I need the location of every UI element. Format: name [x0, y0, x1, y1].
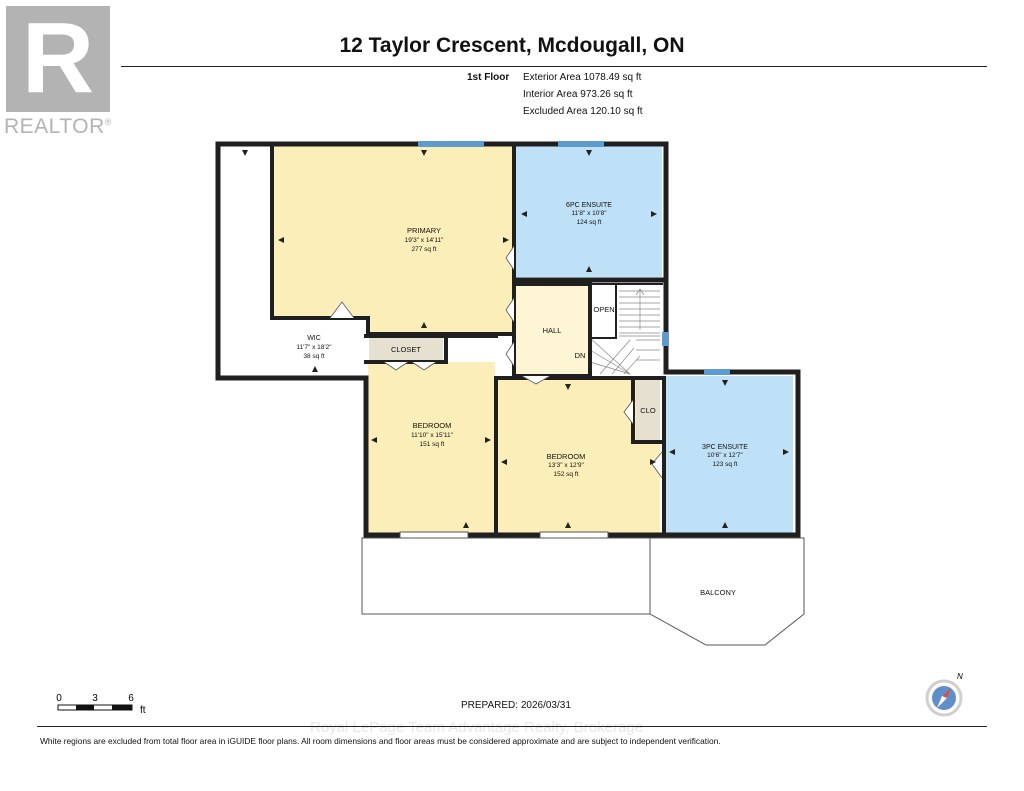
primary-area: 277 sq ft	[412, 246, 437, 253]
logo-text: REALTOR	[4, 115, 105, 138]
scale-tick-3: 3	[92, 693, 98, 704]
scale-tick-0: 0	[56, 693, 62, 704]
brokerage-watermark: Royal LePage Team Advantage Realty, Brok…	[310, 719, 643, 736]
bedroom1-area: 151 sq ft	[420, 441, 445, 448]
staircase	[589, 288, 660, 375]
ensuite3-dims: 10'6" x 12'7"	[707, 452, 743, 459]
balcony[interactable]	[361, 537, 805, 646]
logo-letter: R	[22, 6, 94, 112]
open-name: OPEN	[593, 305, 614, 314]
prepared-date: PREPARED: 2026/03/31	[461, 700, 571, 711]
room-open	[591, 286, 616, 336]
ensuite3-name: 3PC ENSUITE	[702, 444, 748, 451]
windows	[418, 141, 730, 375]
bedroom2-dims: 13'3" x 12'9"	[548, 462, 584, 469]
page-title: 12 Taylor Crescent, Mcdougall, ON	[339, 34, 685, 57]
bedroom1-name: BEDROOM	[413, 421, 452, 430]
room-clo[interactable]	[636, 380, 660, 440]
scale-tick-6: 6	[128, 693, 134, 704]
bedroom2-area: 152 sq ft	[554, 471, 579, 478]
balcony-name: BALCONY	[700, 588, 736, 597]
room-hall[interactable]	[516, 286, 588, 374]
primary-dims: 19'3" x 14'11"	[405, 237, 444, 244]
room-primary[interactable]	[274, 146, 513, 332]
wic-name: WIC	[307, 335, 321, 342]
logo-wordmark: REALTOR®	[4, 115, 112, 139]
excluded-area: Excluded Area 120.10 sq ft	[523, 106, 643, 117]
scale-unit: ft	[140, 705, 146, 716]
wic-area: 38 sq ft	[303, 353, 325, 360]
bedroom1-dims: 11'10" x 15'11"	[411, 432, 454, 439]
exterior-area: Exterior Area 1078.49 sq ft	[523, 72, 642, 83]
compass-icon: N	[925, 672, 963, 717]
room-bedroom-1[interactable]	[368, 362, 495, 533]
interior-area: Interior Area 973.26 sq ft	[523, 89, 633, 100]
bedroom2-name: BEDROOM	[547, 452, 586, 461]
floor-label: 1st Floor	[467, 72, 510, 83]
scale-bar: 0 3 6 ft	[56, 693, 146, 716]
ensuite3-area: 123 sq ft	[713, 461, 738, 468]
closet-name: CLOSET	[391, 345, 421, 354]
ensuite6-dims: 11'8" x 10'8"	[571, 210, 607, 217]
room-closet[interactable]	[369, 338, 443, 360]
footer-rule	[37, 726, 987, 727]
primary-name: PRIMARY	[407, 226, 441, 235]
room-6pc-ensuite[interactable]	[516, 146, 662, 277]
header-rule	[121, 66, 987, 67]
dn-label: DN	[575, 351, 586, 360]
compass-north-label: N	[957, 672, 963, 681]
hall-name: HALL	[543, 326, 562, 335]
ensuite6-area: 124 sq ft	[577, 219, 602, 226]
clo-name: CLO	[640, 406, 656, 415]
room-labels: PRIMARY 19'3" x 14'11" 277 sq ft 6PC ENS…	[296, 202, 748, 597]
wic-dims: 11'7" x 18'2"	[296, 344, 332, 351]
disclaimer-text: White regions are excluded from total fl…	[40, 736, 721, 746]
registered-mark: ®	[104, 117, 112, 127]
room-3pc-ensuite[interactable]	[665, 376, 793, 533]
realtor-logo-icon: R	[6, 6, 110, 112]
ensuite6-name: 6PC ENSUITE	[566, 202, 612, 209]
dimension-arrows	[242, 150, 789, 528]
